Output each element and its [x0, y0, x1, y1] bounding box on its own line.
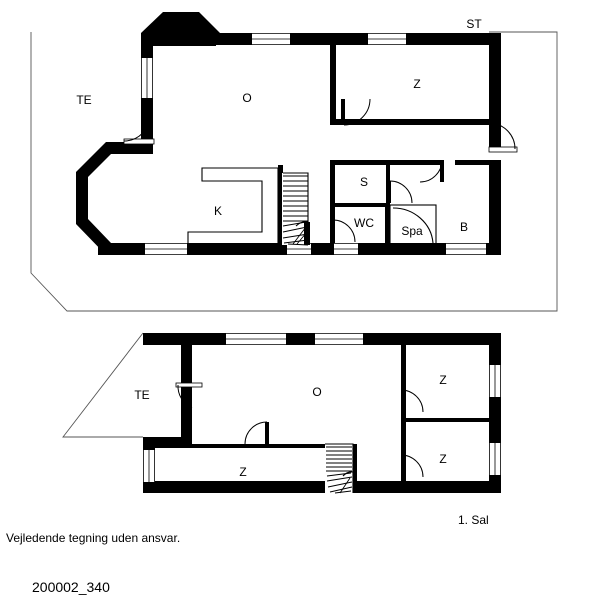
wall-stair-right	[278, 165, 283, 244]
wall-bedrooms-left-first	[401, 345, 406, 481]
document-id: 200002_340	[32, 579, 110, 595]
door-s	[388, 180, 413, 204]
room-label-z-first-2: Z	[439, 452, 446, 466]
window-bottom-3	[334, 243, 358, 255]
window-first-top-1	[226, 333, 286, 345]
wall-right-lower	[489, 160, 501, 255]
wall-bottom-first	[143, 481, 501, 493]
wall-o-z-first	[155, 444, 325, 448]
floor-caption-first: 1. Sal	[458, 513, 489, 527]
window-left-1	[141, 58, 153, 98]
wall-te-bottom-first	[143, 437, 192, 448]
room-label-z-ground: Z	[413, 77, 420, 91]
room-label-z-first-1: Z	[439, 373, 446, 387]
window-bottom-2	[287, 243, 311, 255]
spa-tub	[389, 204, 437, 246]
room-label-k-ground: K	[214, 204, 222, 218]
room-label-z-first-3: Z	[239, 465, 246, 479]
door-wc	[332, 219, 356, 243]
wall-stair-first	[352, 444, 357, 493]
room-label-o-ground: O	[242, 91, 251, 105]
wall-interior-s-wc	[330, 203, 390, 207]
ground-floor-group: TE O Z K S WC Spa B ST	[30, 12, 558, 312]
window-top-1	[252, 33, 290, 45]
first-staircase	[325, 443, 354, 494]
ground-staircase	[282, 172, 310, 246]
room-label-spa-ground: Spa	[401, 224, 423, 238]
window-first-right-2	[489, 443, 501, 475]
door-te-first	[175, 382, 203, 409]
wall-te-first	[181, 333, 192, 445]
door-terrace-left	[123, 114, 155, 145]
door-bedroom-z	[341, 98, 371, 126]
ground-windows	[141, 33, 486, 255]
window-first-left-1	[143, 450, 155, 482]
annotation-st: ST	[466, 17, 482, 31]
disclaimer-text: Vejledende tegning uden ansvar.	[6, 531, 180, 545]
room-label-te-first: TE	[134, 388, 149, 402]
room-label-s-ground: S	[360, 175, 368, 189]
wall-interior-z-left	[330, 45, 336, 125]
door-right-exterior	[488, 122, 518, 153]
door-z-bottom-first	[244, 421, 269, 445]
first-floor-group: TE O Z Z Z 1. Sal	[62, 332, 501, 527]
window-first-top-2	[315, 333, 363, 345]
wall-interior-z-bottom	[330, 119, 489, 125]
wall-bedrooms-split-first	[401, 418, 489, 422]
door-z-bottom-right-first	[400, 454, 424, 478]
door-z-top-right-first	[400, 388, 424, 413]
first-windows	[143, 333, 501, 482]
window-bottom-1	[145, 243, 187, 255]
wall-bay-left	[76, 142, 153, 255]
ground-fixtures	[187, 167, 437, 246]
wall-interior-bath-left	[330, 160, 335, 243]
wall-interior-bath-top-right	[455, 160, 489, 165]
ground-terrace-outline	[30, 31, 558, 312]
first-walls	[143, 333, 501, 493]
room-label-b-ground: B	[460, 220, 468, 234]
first-terrace-outline	[62, 332, 144, 438]
ground-doors	[123, 98, 518, 243]
window-first-right-1	[489, 365, 501, 397]
door-hall-b	[419, 159, 444, 183]
wall-interior-b-left	[385, 203, 390, 245]
wall-right-upper	[489, 33, 501, 150]
room-label-o-first: O	[312, 385, 321, 399]
room-label-te-ground: TE	[76, 93, 91, 107]
window-top-2	[368, 33, 406, 45]
window-bottom-4	[446, 243, 486, 255]
kitchen-counter	[187, 167, 278, 243]
first-doors	[175, 382, 424, 478]
room-label-wc-ground: WC	[354, 216, 374, 230]
